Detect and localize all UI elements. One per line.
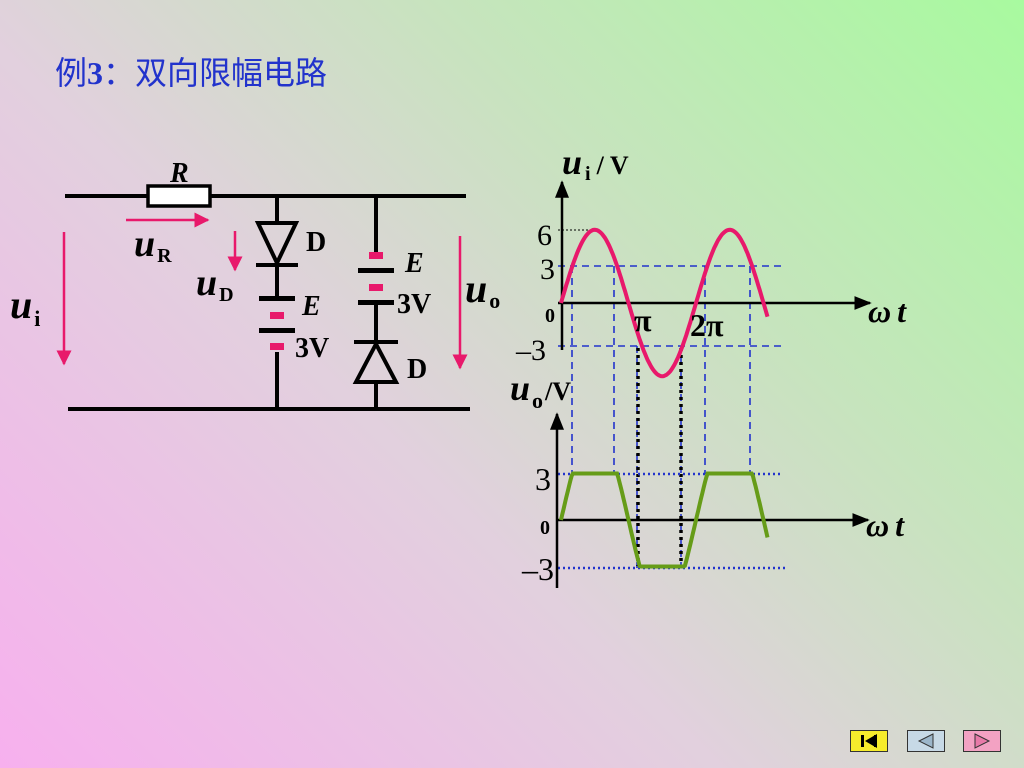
- diode-left-label: D: [306, 227, 326, 258]
- diode-right-symbol: [352, 339, 400, 384]
- next-slide-button[interactable]: [963, 730, 1001, 752]
- uo-label: uo: [465, 266, 500, 313]
- ui-tick-0: 0: [545, 305, 555, 327]
- ui-tick-6: 6: [537, 219, 552, 252]
- battery-left-value: 3V: [295, 333, 329, 364]
- ui-tick-neg3: –3: [515, 334, 546, 367]
- input-sine-wave: [559, 227, 770, 379]
- voltage-arrows: [56, 212, 468, 370]
- ui-label: ui: [10, 282, 40, 331]
- battery-right-value: 3V: [397, 289, 431, 320]
- battery-left-name: E: [301, 291, 321, 322]
- previous-slide-button[interactable]: [907, 730, 945, 752]
- first-slide-icon: [861, 734, 877, 748]
- battery-right-name: E: [404, 248, 424, 279]
- resistor-label: R: [169, 158, 189, 189]
- ui-tick-2pi: 2π: [690, 307, 724, 343]
- ui-tick-3: 3: [540, 253, 555, 286]
- uo-tick-3: 3: [535, 461, 551, 497]
- previous-slide-icon: [917, 733, 934, 749]
- uo-axis-label: uo/V: [510, 368, 571, 413]
- switch-markers: [636, 348, 683, 566]
- output-clipped-wave: [559, 471, 770, 569]
- uo-axes: [550, 412, 870, 588]
- first-slide-button[interactable]: [850, 730, 888, 752]
- ui-axes: [555, 180, 872, 350]
- guide-lines: [558, 265, 782, 568]
- next-slide-icon: [974, 733, 991, 749]
- uo-tick-neg3: –3: [521, 551, 554, 587]
- circuit: [65, 184, 470, 411]
- diode-right-label: D: [407, 354, 427, 385]
- uo-tick-0: 0: [540, 517, 550, 539]
- resistor: [146, 184, 212, 208]
- slide-title: 例3：双向限幅电路: [55, 54, 328, 92]
- diode-left-symbol: [254, 221, 300, 268]
- ui-tick-pi: π: [634, 302, 652, 338]
- battery-right-symbol: [358, 252, 394, 305]
- battery-left-symbol: [259, 296, 295, 350]
